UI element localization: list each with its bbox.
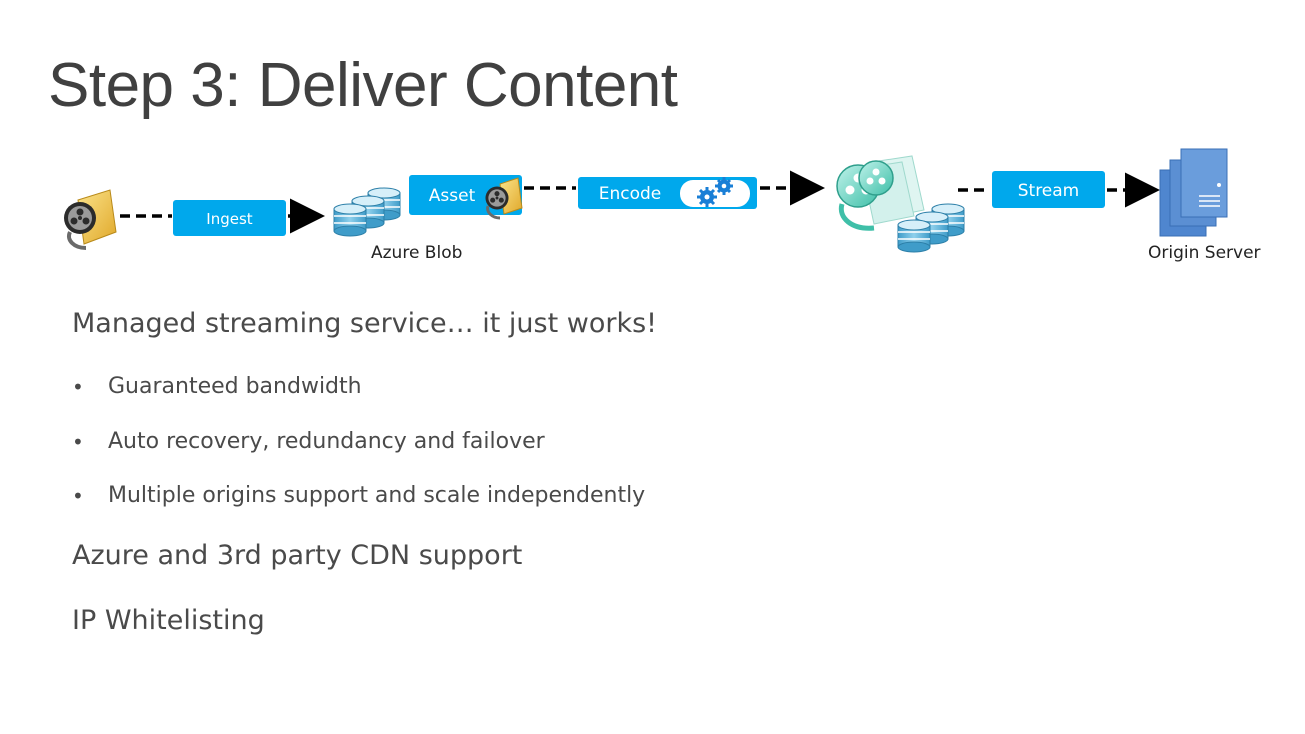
azure-blob-database-icon (333, 187, 401, 237)
stream-pill: Stream (992, 171, 1105, 208)
source-media-icon (64, 189, 117, 250)
pipeline-diagram: Ingest Asset Encode (64, 148, 1228, 253)
origin-server-icon (1159, 148, 1228, 237)
origin-server-label: Origin Server (1148, 243, 1261, 263)
heading-managed-streaming: Managed streaming service… it just works… (72, 308, 657, 339)
encode-label: Encode (599, 184, 662, 204)
asset-label: Asset (429, 186, 476, 206)
slide-title: Step 3: Deliver Content (48, 51, 678, 120)
asset-media-icon (485, 177, 523, 220)
azure-blob-label: Azure Blob (371, 243, 463, 263)
ingest-pill: Ingest (173, 200, 286, 236)
bullet-dot: • (72, 429, 84, 454)
heading-ip-whitelisting: IP Whitelisting (72, 605, 265, 636)
bullet-item: • Multiple origins support and scale inde… (72, 481, 645, 536)
encode-pill: Encode (578, 177, 757, 209)
bullet-text: Guaranteed bandwidth (108, 374, 362, 399)
encoded-media-icon (836, 155, 925, 231)
bullet-text: Auto recovery, redundancy and failover (108, 428, 545, 454)
bullet-item: • Auto recovery, redundancy and failover (72, 427, 645, 482)
feature-bullet-list: • Guaranteed bandwidth • Auto recovery, re… (72, 372, 645, 536)
ingest-label: Ingest (206, 210, 252, 228)
bullet-dot: • (72, 484, 84, 508)
stream-label: Stream (1018, 181, 1080, 201)
asset-pill: Asset (409, 175, 523, 220)
bullet-dot: • (72, 375, 84, 399)
gears-icon (697, 177, 733, 207)
heading-cdn-support: Azure and 3rd party CDN support (72, 540, 523, 571)
bullet-text: Multiple origins support and scale indep… (108, 483, 646, 508)
bullet-item: • Guaranteed bandwidth (72, 372, 645, 427)
